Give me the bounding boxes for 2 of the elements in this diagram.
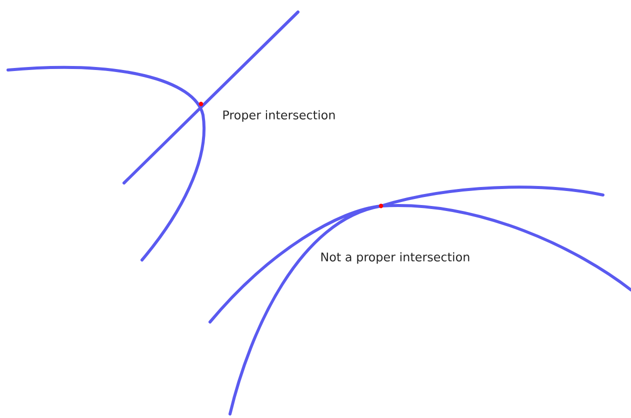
annotation-text: Proper intersection — [223, 110, 335, 122]
annotation-text: Not a proper intersection — [321, 252, 470, 264]
